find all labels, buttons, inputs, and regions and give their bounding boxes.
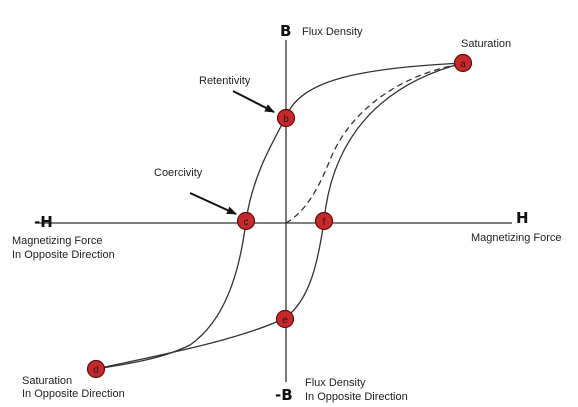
axis-neg-h-label-line2: In Opposite Direction [12,249,115,261]
retentivity-label: Retentivity [199,75,251,87]
point-d-label: d [93,365,99,376]
point-a: a [453,53,473,73]
point-b-label: b [283,114,289,125]
saturation-label: Saturation [461,38,511,50]
point-e: e [275,309,295,329]
point-f: f [314,211,334,231]
point-c-label: c [244,217,249,228]
point-f-label: f [323,217,326,228]
axis-b-label: Flux Density [302,26,363,38]
saturation-opposite-label-line2: In Opposite Direction [22,388,125,400]
axis-neg-b-label-line1: Flux Density [305,377,366,389]
axis-neg-h-label-line1: Magnetizing Force [12,235,103,247]
point-c: c [236,211,256,231]
axis-neg-h-symbol: -H [34,213,53,231]
axis-neg-b-label-line2: In Opposite Direction [305,391,408,403]
point-e-label: e [282,315,288,326]
saturation-opposite-label-line1: Saturation [22,375,72,387]
axis-neg-b-symbol: -B [275,386,293,404]
lower-branch-curve [95,62,464,370]
coercivity-label: Coercivity [154,167,203,179]
point-b: b [276,108,296,128]
axis-h-label: Magnetizing Force [471,232,562,244]
coercivity-arrow [189,192,237,215]
point-a-label: a [460,59,466,70]
axis-b-symbol: B [280,22,291,40]
retentivity-arrow [232,90,275,113]
axis-h-symbol: H [516,209,529,227]
initial-magnetization-curve [285,63,461,224]
point-d: d [86,359,106,379]
